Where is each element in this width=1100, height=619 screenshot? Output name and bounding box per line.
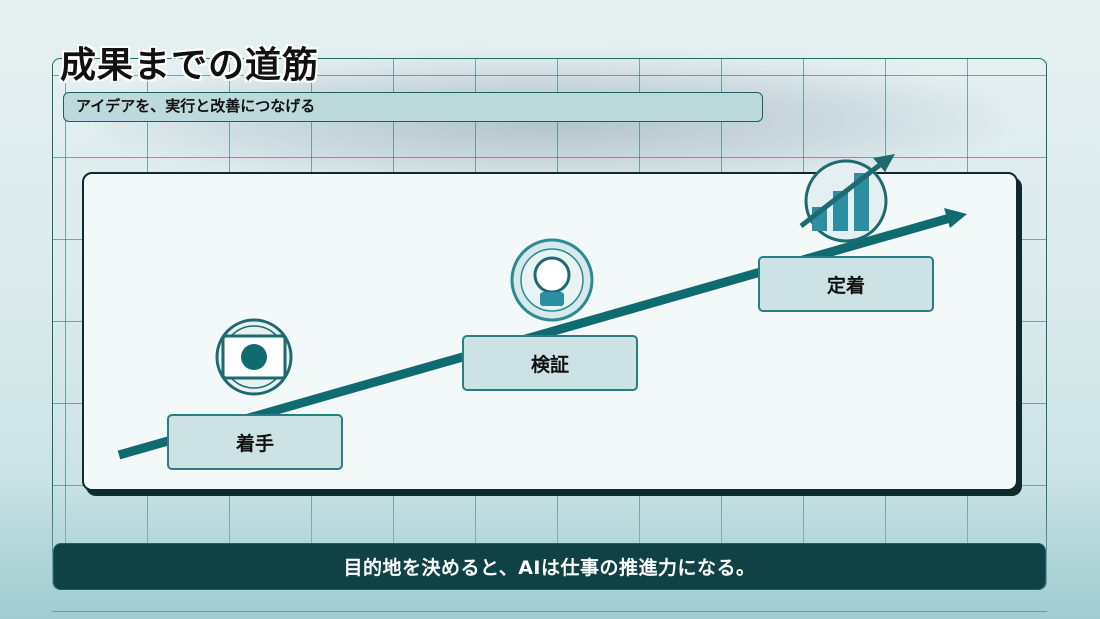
growth-chart-icon <box>799 152 899 244</box>
step-verify: 検証 <box>462 335 638 391</box>
bottom-divider <box>52 611 1047 612</box>
subtitle-bar: アイデアを、実行と改善につなげる <box>63 92 763 122</box>
step-establish: 定着 <box>758 256 934 312</box>
focus-dot-icon <box>213 316 295 398</box>
roadmap-card: 着手 検証 定着 <box>82 154 1018 491</box>
lightbulb-icon <box>509 237 595 323</box>
footer-message: 目的地を決めると、AIは仕事の推進力になる。 <box>53 543 1046 590</box>
page-title: 成果までの道筋 <box>60 45 320 86</box>
step-start: 着手 <box>167 414 343 470</box>
